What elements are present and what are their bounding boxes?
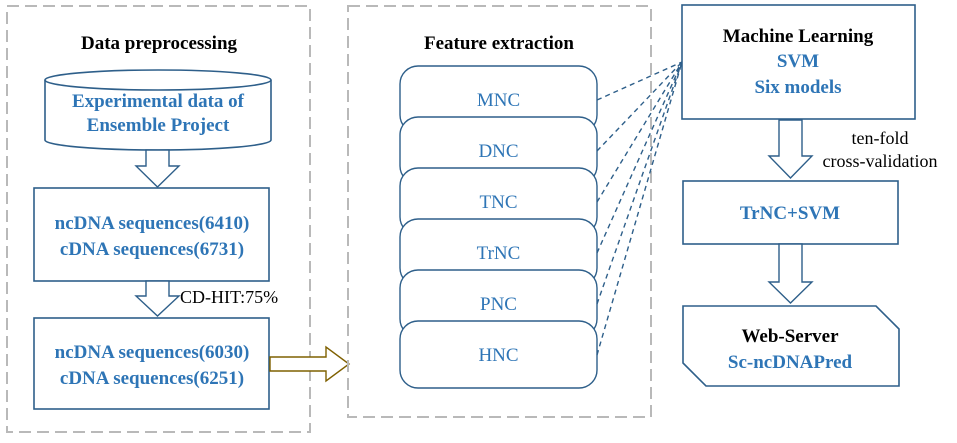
feature-dashed-border [347,5,652,418]
right-arrow-icon [269,345,351,383]
feature-label: PNC [480,294,517,315]
preprocessing-title: Data preprocessing [81,33,238,54]
feature-label: TNC [480,192,518,213]
validation-line1: ten-fold [852,128,909,148]
data-preprocessing-panel: Data preprocessing Experimental data of … [6,5,311,433]
dashed-connector [596,61,683,254]
database-label-line1: Experimental data of [72,91,245,112]
web-server-box [682,305,900,387]
filtered-ncdna-count: ncDNA sequences(6030) [55,342,250,363]
web-server-title: Web-Server [741,326,839,347]
database-cylinder-icon [44,69,272,151]
best-model-label: TrNC+SVM [740,203,840,224]
machine-learning-box: Machine Learning SVM Six models [681,4,916,120]
filtered-sequences-box [33,317,270,410]
dashed-connector [596,61,683,305]
dashed-connector [596,61,683,101]
feature-label: TrNC [477,243,521,264]
feature-label: HNC [478,345,518,366]
dashed-connector [596,61,683,203]
machine-learning-title: Machine Learning [723,26,874,47]
six-models-label: Six models [754,77,841,98]
feature-extraction-title: Feature extraction [424,33,574,54]
best-model-box [682,180,899,245]
dashed-connector [596,61,683,152]
down-arrow-icon [767,119,814,180]
down-arrow-icon [134,280,181,317]
dashed-connector [596,61,683,356]
down-arrow-icon [767,243,814,304]
filtered-cdna-count: cDNA sequences(6251) [60,368,244,389]
feature-stack: MNC DNC TNC TrNC PNC HNC [399,65,598,389]
database-label-line2: Ensemble Project [87,115,230,136]
down-arrow-icon [134,149,181,188]
web-server-name: Sc-ncDNAPred [728,352,853,373]
preprocessing-dashed-border [6,5,311,433]
svm-label: SVM [777,51,819,72]
raw-sequences-box [33,187,270,282]
feature-label: DNC [478,141,518,162]
feature-label: MNC [477,90,520,111]
raw-cdna-count: cDNA sequences(6731) [60,239,244,260]
feature-box-hnc: HNC [399,320,598,389]
feature-extraction-panel: Feature extraction MNC DNC TNC TrNC PNC HNC [347,5,652,418]
cd-hit-filter-label: CD-HIT:75% [180,287,278,307]
feature-to-ml-connectors [596,61,683,356]
raw-ncdna-count: ncDNA sequences(6410) [55,213,250,234]
machine-learning-border [681,4,916,120]
validation-line2: cross-validation [823,151,938,171]
